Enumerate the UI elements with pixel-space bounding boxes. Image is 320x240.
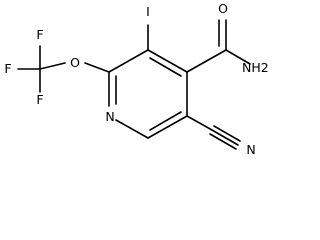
bond-c4-camide xyxy=(186,49,227,73)
atom-label-o-ether: O xyxy=(70,55,80,70)
bond-camide-n xyxy=(225,49,251,65)
bond-nitrile-2 xyxy=(213,125,241,142)
bond-c-o-ether xyxy=(39,62,66,70)
atom-label-f-bottom: F xyxy=(36,92,43,107)
bond-o-c2 xyxy=(84,62,110,73)
atom-label-f-top: F xyxy=(36,27,43,42)
atom-label-n-nitrile: N xyxy=(246,142,255,157)
atom-label-f-left: F xyxy=(4,61,11,76)
bond-c5-c6-inner xyxy=(149,111,182,131)
atom-label-n-ring: N xyxy=(105,109,114,124)
bond-c5-c6 xyxy=(147,115,188,139)
bond-c3-c4-inner xyxy=(149,57,182,77)
bond-nitrile-3 xyxy=(209,133,237,150)
atom-label-nh2: NH2 xyxy=(242,60,269,75)
atom-label-iodine: I xyxy=(146,4,150,19)
bond-nitrile-1 xyxy=(211,129,239,146)
bond-c6-n1 xyxy=(115,119,149,139)
bond-c2-c3 xyxy=(108,49,149,73)
bond-c3-c4 xyxy=(147,49,188,73)
bond-c5-cnitrile xyxy=(186,115,213,131)
atom-label-o-carbonyl: O xyxy=(218,1,228,16)
structure-diagram: F F F O I O NH2 N N xyxy=(4,1,269,157)
